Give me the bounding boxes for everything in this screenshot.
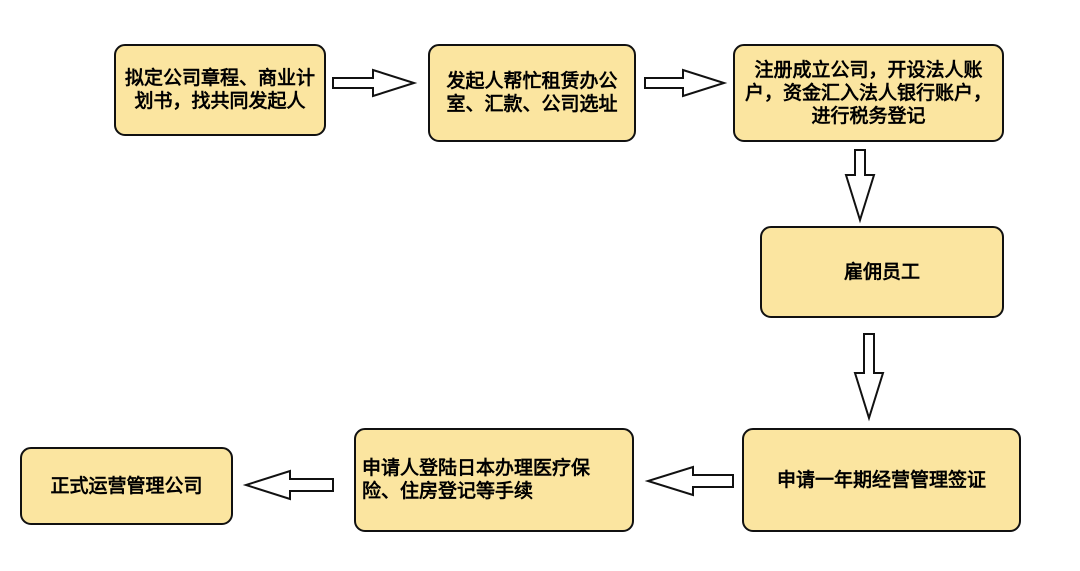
step-apply-visa: 申请一年期经营管理签证	[742, 428, 1021, 532]
arrow-right-1-icon	[332, 68, 418, 98]
step-draft-plan: 拟定公司章程、商业计划书，找共同发起人	[114, 44, 326, 136]
step-formal-operation-label: 正式运营管理公司	[50, 474, 203, 497]
step-hire-staff-label: 雇佣员工	[843, 260, 920, 283]
step-rent-office-label: 发起人帮忙租赁办公室、汇款、公司选址	[446, 70, 618, 115]
arrow-right-2-icon	[644, 68, 728, 98]
step-draft-plan-label: 拟定公司章程、商业计划书，找共同发起人	[124, 67, 315, 112]
step-applicant-arrival: 申请人登陆日本办理医疗保险、住房登记等手续	[354, 428, 634, 532]
arrow-left-1-icon	[644, 465, 734, 497]
step-rent-office: 发起人帮忙租赁办公室、汇款、公司选址	[428, 44, 636, 142]
arrow-down-2-icon	[853, 333, 885, 422]
step-register-company-label: 注册成立公司，开设法人账户，资金汇入法人银行账户，进行税务登记	[744, 58, 992, 127]
step-formal-operation: 正式运营管理公司	[20, 447, 233, 525]
step-applicant-arrival-label: 申请人登陆日本办理医疗保险、住房登记等手续	[362, 457, 591, 502]
step-apply-visa-label: 申请一年期经营管理签证	[776, 468, 986, 491]
arrow-left-2-icon	[242, 469, 334, 501]
arrow-down-1-icon	[844, 149, 876, 224]
step-hire-staff: 雇佣员工	[760, 226, 1004, 318]
step-register-company: 注册成立公司，开设法人账户，资金汇入法人银行账户，进行税务登记	[733, 44, 1004, 142]
